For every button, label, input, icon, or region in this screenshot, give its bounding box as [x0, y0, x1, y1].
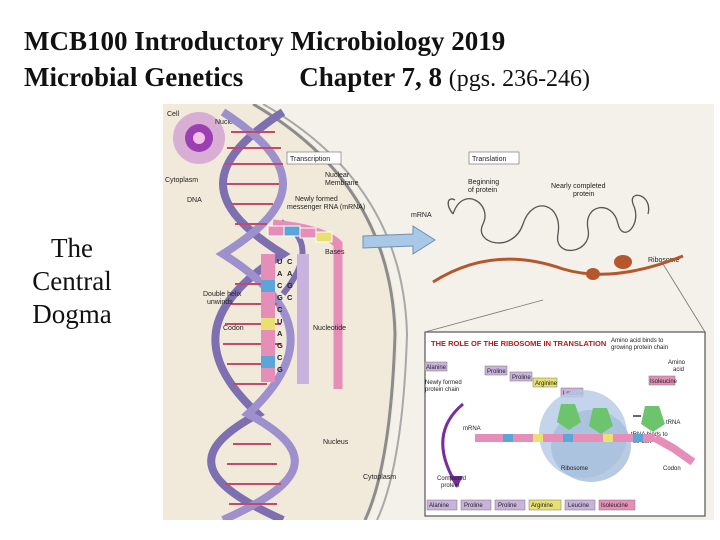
- completed-chain-label: Alanine: [429, 503, 450, 509]
- base-letter: G: [287, 281, 293, 290]
- inset-mrna-label: mRNA: [463, 426, 481, 432]
- amino-binds-label-2: growing protein chain: [611, 345, 668, 351]
- base-letter: C: [277, 281, 283, 290]
- base-letter: C: [287, 257, 293, 266]
- bases-label: Bases: [325, 249, 345, 256]
- chapter-ref: Chapter 7, 8: [299, 62, 442, 92]
- dna-label: DNA: [187, 197, 202, 204]
- base-letter: U: [277, 317, 282, 326]
- cytoplasm-bottom-label: Cytoplasm: [363, 474, 396, 481]
- chain-label: Isoleucine: [650, 379, 678, 385]
- completed-chain-label: Proline: [464, 503, 483, 509]
- amino-acid-label-2: acid: [673, 367, 684, 373]
- codon-left-label: Codon: [223, 325, 244, 332]
- nuclear-membrane-label-1: Nuclear: [325, 172, 350, 179]
- double-helix-label-2: unwinds: [207, 299, 233, 306]
- base-letter: A: [277, 269, 283, 278]
- dna-template-column: [297, 254, 309, 384]
- newly-formed-mrna-label-2: messenger RNA (mRNA): [287, 204, 365, 211]
- side-title-line-3: Dogma: [16, 298, 128, 331]
- slide-title-line-1: MCB100 Introductory Microbiology 2019: [24, 26, 505, 57]
- inset-codon-label: Codon: [663, 466, 681, 472]
- base-letter: G: [277, 341, 283, 350]
- completed-chain-label: Arginine: [531, 503, 554, 509]
- inset-ribosome-label: Ribosome: [561, 466, 589, 472]
- inset-newly-formed-1: Newly formed: [425, 380, 462, 386]
- nearly-completed-label-2: protein: [573, 191, 595, 198]
- base-letter: C: [287, 293, 293, 302]
- nucleolus-icon: [193, 132, 205, 144]
- nuclear-membrane-label-2: Membrane: [325, 180, 359, 187]
- ribosome-dot: [614, 255, 632, 269]
- nucleotide-label: Nucleotide: [313, 325, 346, 332]
- mrna-mid-label: mRNA: [411, 212, 432, 219]
- central-dogma-figure: Cell Nucleus Cytoplasm DNA U: [163, 104, 714, 520]
- side-title-line-2: Central: [16, 265, 128, 298]
- beginning-protein-label-2: of protein: [468, 187, 497, 194]
- transcription-label: Transcription: [290, 156, 330, 163]
- completed-chain-label: Isoleucine: [601, 503, 629, 509]
- amino-acid-label-1: Amino: [668, 360, 686, 366]
- side-title-line-1: The: [16, 232, 128, 265]
- ribosome-dot: [586, 268, 600, 280]
- base-letter: C: [277, 305, 283, 314]
- topic-title: Microbial Genetics: [24, 62, 243, 92]
- translation-label: Translation: [472, 156, 506, 163]
- base-letter: C: [277, 353, 283, 362]
- central-dogma-heading: The Central Dogma: [16, 232, 128, 331]
- base-letter: G: [277, 293, 283, 302]
- trna-label: tRNA: [666, 420, 680, 426]
- nucleus-bottom-label: Nucleus: [323, 439, 349, 446]
- chain-label: Alanine: [426, 365, 447, 371]
- beginning-protein-label-1: Beginning: [468, 179, 499, 186]
- cytoplasm-top-label: Cytoplasm: [165, 177, 198, 184]
- chain-label: Proline: [487, 369, 506, 375]
- chain-label: Arginine: [535, 381, 558, 387]
- chain-label: Proline: [512, 375, 531, 381]
- base-letter: G: [277, 365, 283, 374]
- slide-title-line-2: Microbial Genetics Chapter 7, 8 (pgs. 236…: [24, 62, 590, 93]
- completed-chain-label: Proline: [498, 503, 517, 509]
- base-letter: U: [277, 257, 282, 266]
- amino-binds-label-1: Amino acid binds to: [611, 338, 664, 344]
- completed-protein-label-2: protein: [441, 483, 459, 489]
- double-helix-label-1: Double helix: [203, 291, 242, 298]
- base-letter: A: [287, 269, 293, 278]
- completed-chain-label: Leucine: [568, 503, 590, 509]
- course-title: MCB100 Introductory Microbiology 2019: [24, 26, 505, 56]
- base-letter: A: [277, 329, 283, 338]
- inset-title: THE ROLE OF THE RIBOSOME IN TRANSLATION: [431, 339, 606, 348]
- newly-formed-mrna-label-1: Newly formed: [295, 196, 338, 203]
- cell-label: Cell: [167, 111, 180, 118]
- rna-nucleotide-column: [261, 254, 275, 382]
- completed-protein-label-1: Completed: [437, 476, 466, 482]
- pages-ref: (pgs. 236-246): [449, 66, 590, 92]
- nearly-completed-label-1: Nearly completed: [551, 183, 606, 190]
- inset-newly-formed-2: protein chain: [425, 387, 459, 393]
